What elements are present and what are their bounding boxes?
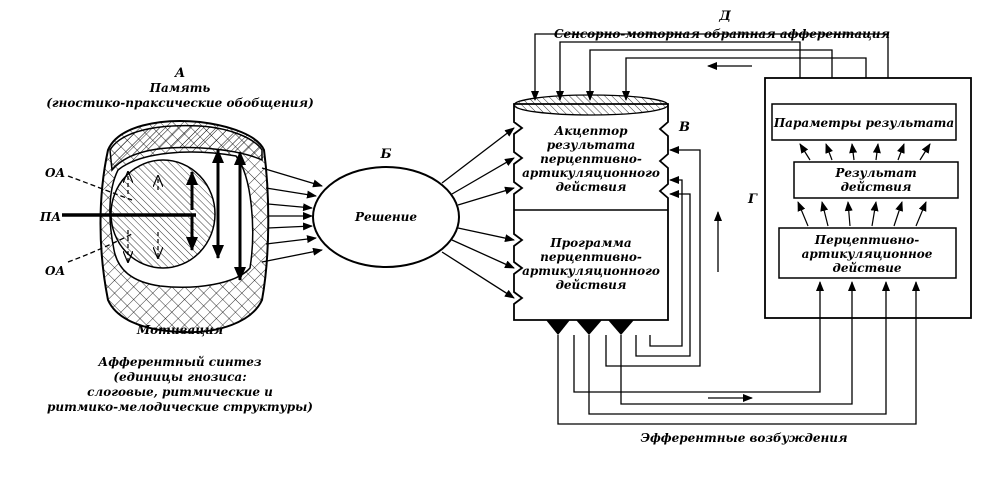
synthesis-line-1: Афферентный синтез (97, 355, 261, 369)
oa-top-line (67, 175, 133, 201)
letter-g: Г (747, 192, 758, 207)
acceptor-line-5: действия (556, 180, 627, 194)
synthesis-line-3: слоговые, ритмические и (87, 385, 273, 399)
program-line-3: артикуляционного (522, 264, 660, 278)
perceptive-action-line-2: артикуляционное (802, 247, 933, 261)
program-line-2: перцептивно- (540, 250, 642, 264)
decision-label: Решение (354, 210, 417, 224)
result-parameters-label: Параметры результата (773, 116, 954, 130)
decision-to-acceptor-arrows (441, 127, 515, 206)
letter-a: А (174, 66, 186, 81)
result-to-params-arrows (799, 143, 931, 161)
acceptor-line-3: перцептивно- (540, 152, 642, 166)
acceptor-line-1: Акцептор (554, 124, 629, 138)
action-result-box (793, 161, 959, 199)
oa-top-label: ОА (45, 166, 65, 180)
decision-to-program-arrows (441, 227, 515, 299)
letter-d: Д (718, 9, 731, 24)
decision-oval (312, 166, 460, 268)
synthesis-to-decision-arrows (261, 167, 323, 263)
efferent-loops (557, 146, 920, 425)
internal-dashed-arrows (128, 172, 158, 262)
synthesis-line-2: (единицы гнозиса: (113, 370, 246, 384)
oa-bottom-line (67, 233, 133, 263)
feedback-loops (531, 33, 889, 104)
internal-solid-arrows (186, 149, 246, 281)
memory-subtitle: (гностико-праксические обобщения) (46, 96, 314, 110)
efferent-label: Эфферентные возбуждения (640, 431, 847, 445)
program-output-triangle-3 (608, 320, 634, 335)
perceptive-action-line-3: действие (833, 261, 902, 275)
oa-bottom-label: ОА (45, 264, 65, 278)
motivation-label: Мотивация (136, 323, 223, 337)
memory-band (109, 124, 263, 172)
program-line-4: действия (556, 278, 627, 292)
perceptive-action-box (778, 227, 957, 279)
perceptive-action-line-1: Перцептивно- (814, 233, 919, 247)
program-line-1: Программа (549, 236, 631, 250)
acceptor-line-4: артикуляционного (522, 166, 660, 180)
program-output-triangle-2 (576, 320, 602, 335)
memory-title: Память (149, 81, 211, 95)
acceptor-line-2: результата (547, 138, 636, 152)
pa-label: ПА (39, 210, 61, 224)
action-to-result-arrows (797, 201, 927, 227)
action-result-line-2: действия (841, 180, 912, 194)
letter-b: Б (379, 147, 391, 162)
afferent-synthesis-block (62, 120, 270, 334)
action-result-line-1: Результат (834, 166, 916, 180)
program-output-triangle-1 (546, 320, 570, 335)
result-parameters-box (771, 103, 957, 141)
synthesis-line-4: ритмико-мелодические структуры) (47, 400, 313, 414)
letter-v: В (678, 120, 690, 135)
acceptor-hatched-top (513, 94, 669, 116)
